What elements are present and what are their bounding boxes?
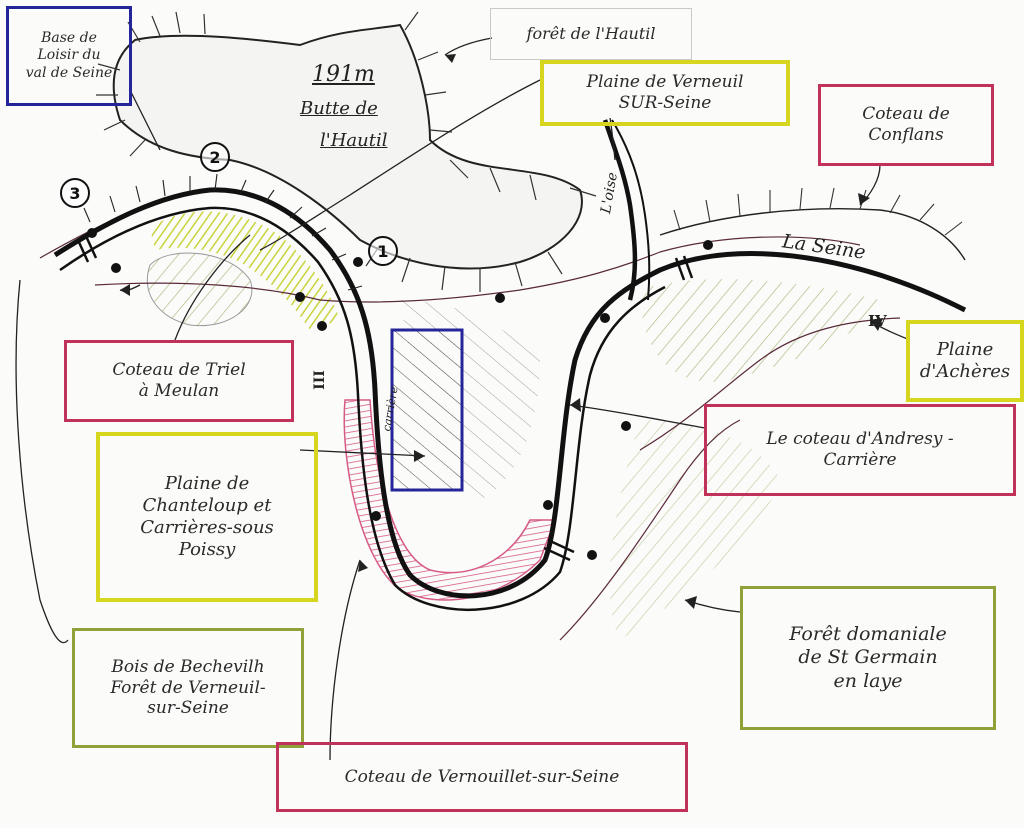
label-plaine-chanteloup: Plaine de Chanteloup et Carrières-sous P… — [96, 432, 318, 602]
label-plaine-acheres: Plaine d'Achères — [906, 320, 1024, 402]
contour-line — [94, 236, 861, 303]
roman-marker-iii: III — [311, 370, 328, 390]
contour-line — [639, 317, 901, 451]
marker-3: 3 — [60, 178, 90, 208]
butte-label-line1: Butte de — [300, 98, 378, 119]
conflans-hatching — [659, 208, 966, 261]
label-coteau-conflans: Coteau de Conflans — [818, 84, 994, 166]
seine-river — [53, 187, 967, 599]
carriere-rect — [390, 328, 464, 492]
label-plaine-verneuil: Plaine de Verneuil SUR-Seine — [540, 60, 790, 126]
coteau-yellow-band — [150, 211, 340, 330]
marker-1: 1 — [368, 236, 398, 266]
marker-2: 2 — [200, 142, 230, 172]
label-coteau-vernouillet: Coteau de Vernouillet-sur-Seine — [276, 742, 688, 812]
coteau-triel-area — [146, 252, 253, 327]
butte-hautil-outline — [112, 23, 583, 270]
acheres-area — [640, 279, 880, 382]
butte-label-line2: l'Hautil — [320, 130, 388, 151]
contour-line — [559, 419, 741, 641]
st-germain-area — [609, 420, 780, 640]
oise-river-bank — [611, 119, 651, 301]
label-bois-bechevilh: Bois de Bechevilh Forêt de Verneuil- sur… — [72, 628, 304, 748]
label-coteau-andresy: Le coteau d'Andresy - Carrière — [704, 404, 1016, 496]
label-foret-st-germain: Forêt domaniale de St Germain en laye — [740, 586, 996, 730]
label-coteau-triel: Coteau de Triel à Meulan — [64, 340, 294, 422]
altitude-label: 191m — [312, 62, 375, 87]
seine-river-bank — [59, 206, 666, 612]
label-foret-hautil: forêt de l'Hautil — [490, 8, 692, 60]
roman-marker-iv: IV — [868, 312, 887, 330]
label-base-loisir: Base de Loisir du val de Seine — [6, 6, 132, 106]
